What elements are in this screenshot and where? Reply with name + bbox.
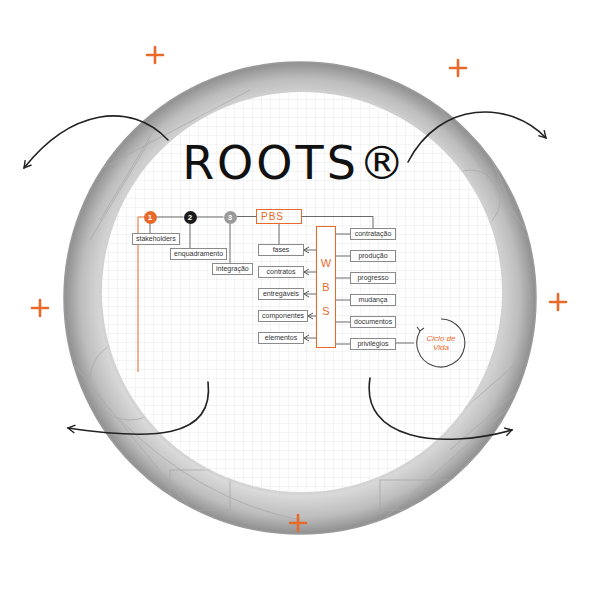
connector xyxy=(279,224,280,244)
process-box: progresso xyxy=(350,272,396,284)
node-label: entregáveis xyxy=(263,290,299,297)
node-label: documentos xyxy=(354,318,392,325)
node-label: stakeholders xyxy=(136,235,176,242)
connector xyxy=(336,300,350,301)
connector xyxy=(308,316,316,317)
node-label: mudança xyxy=(359,296,388,303)
connector xyxy=(304,338,316,339)
node-label: progresso xyxy=(357,274,388,281)
node-label: 2 xyxy=(188,213,192,222)
context-box: integração xyxy=(212,263,253,275)
connector xyxy=(336,322,350,323)
connector xyxy=(230,224,231,264)
connector xyxy=(336,278,350,279)
outer-ring xyxy=(64,62,536,534)
connector xyxy=(304,294,316,295)
node-label: componentes xyxy=(262,312,304,319)
node-label: elementos xyxy=(265,334,297,341)
connector xyxy=(302,217,373,229)
connector xyxy=(336,256,350,257)
node-label: PBS xyxy=(261,211,284,222)
node-label: WBS xyxy=(321,251,332,324)
node-label: Ciclo de Vida xyxy=(421,334,461,352)
connector xyxy=(197,217,224,218)
node-label: contratos xyxy=(267,268,296,275)
connector xyxy=(396,343,414,344)
connector xyxy=(150,224,151,234)
step-circle: 1 xyxy=(144,211,157,224)
node-label: privilégios xyxy=(357,340,388,347)
breakdown-box: contratos xyxy=(258,266,304,278)
connector xyxy=(336,344,350,345)
breakdown-box: entregáveis xyxy=(258,288,304,300)
pbs-box: PBS xyxy=(256,209,302,224)
connector xyxy=(304,250,316,251)
node-label: produção xyxy=(358,252,387,259)
process-box: privilégios xyxy=(350,338,396,350)
node-label: 3 xyxy=(228,213,232,222)
node-label: enquadramento xyxy=(174,250,223,257)
node-label: 1 xyxy=(148,213,152,222)
connector xyxy=(304,272,316,273)
process-box: mudança xyxy=(350,294,396,306)
process-box: contratação xyxy=(350,228,396,240)
process-box: documentos xyxy=(350,316,396,328)
diagram-title: ROOTS® xyxy=(0,136,590,190)
step-circle: 3 xyxy=(224,211,237,224)
process-box: produção xyxy=(350,250,396,262)
context-box: enquadramento xyxy=(170,248,227,260)
breakdown-box: componentes xyxy=(258,310,308,322)
breakdown-box: fases xyxy=(258,244,304,256)
breakdown-box: elementos xyxy=(258,332,304,344)
connector xyxy=(190,224,191,249)
node-label: fases xyxy=(273,246,290,253)
connector xyxy=(157,217,184,218)
wbs-box: WBS xyxy=(316,226,336,348)
connector xyxy=(336,234,350,235)
plus-signs xyxy=(32,47,566,531)
lifecycle-circle: Ciclo de Vida xyxy=(414,316,468,370)
node-label: integração xyxy=(216,265,249,272)
node-label: contratação xyxy=(355,230,392,237)
step-circle: 2 xyxy=(184,211,197,224)
context-box: stakeholders xyxy=(132,233,180,245)
connector xyxy=(237,216,257,217)
